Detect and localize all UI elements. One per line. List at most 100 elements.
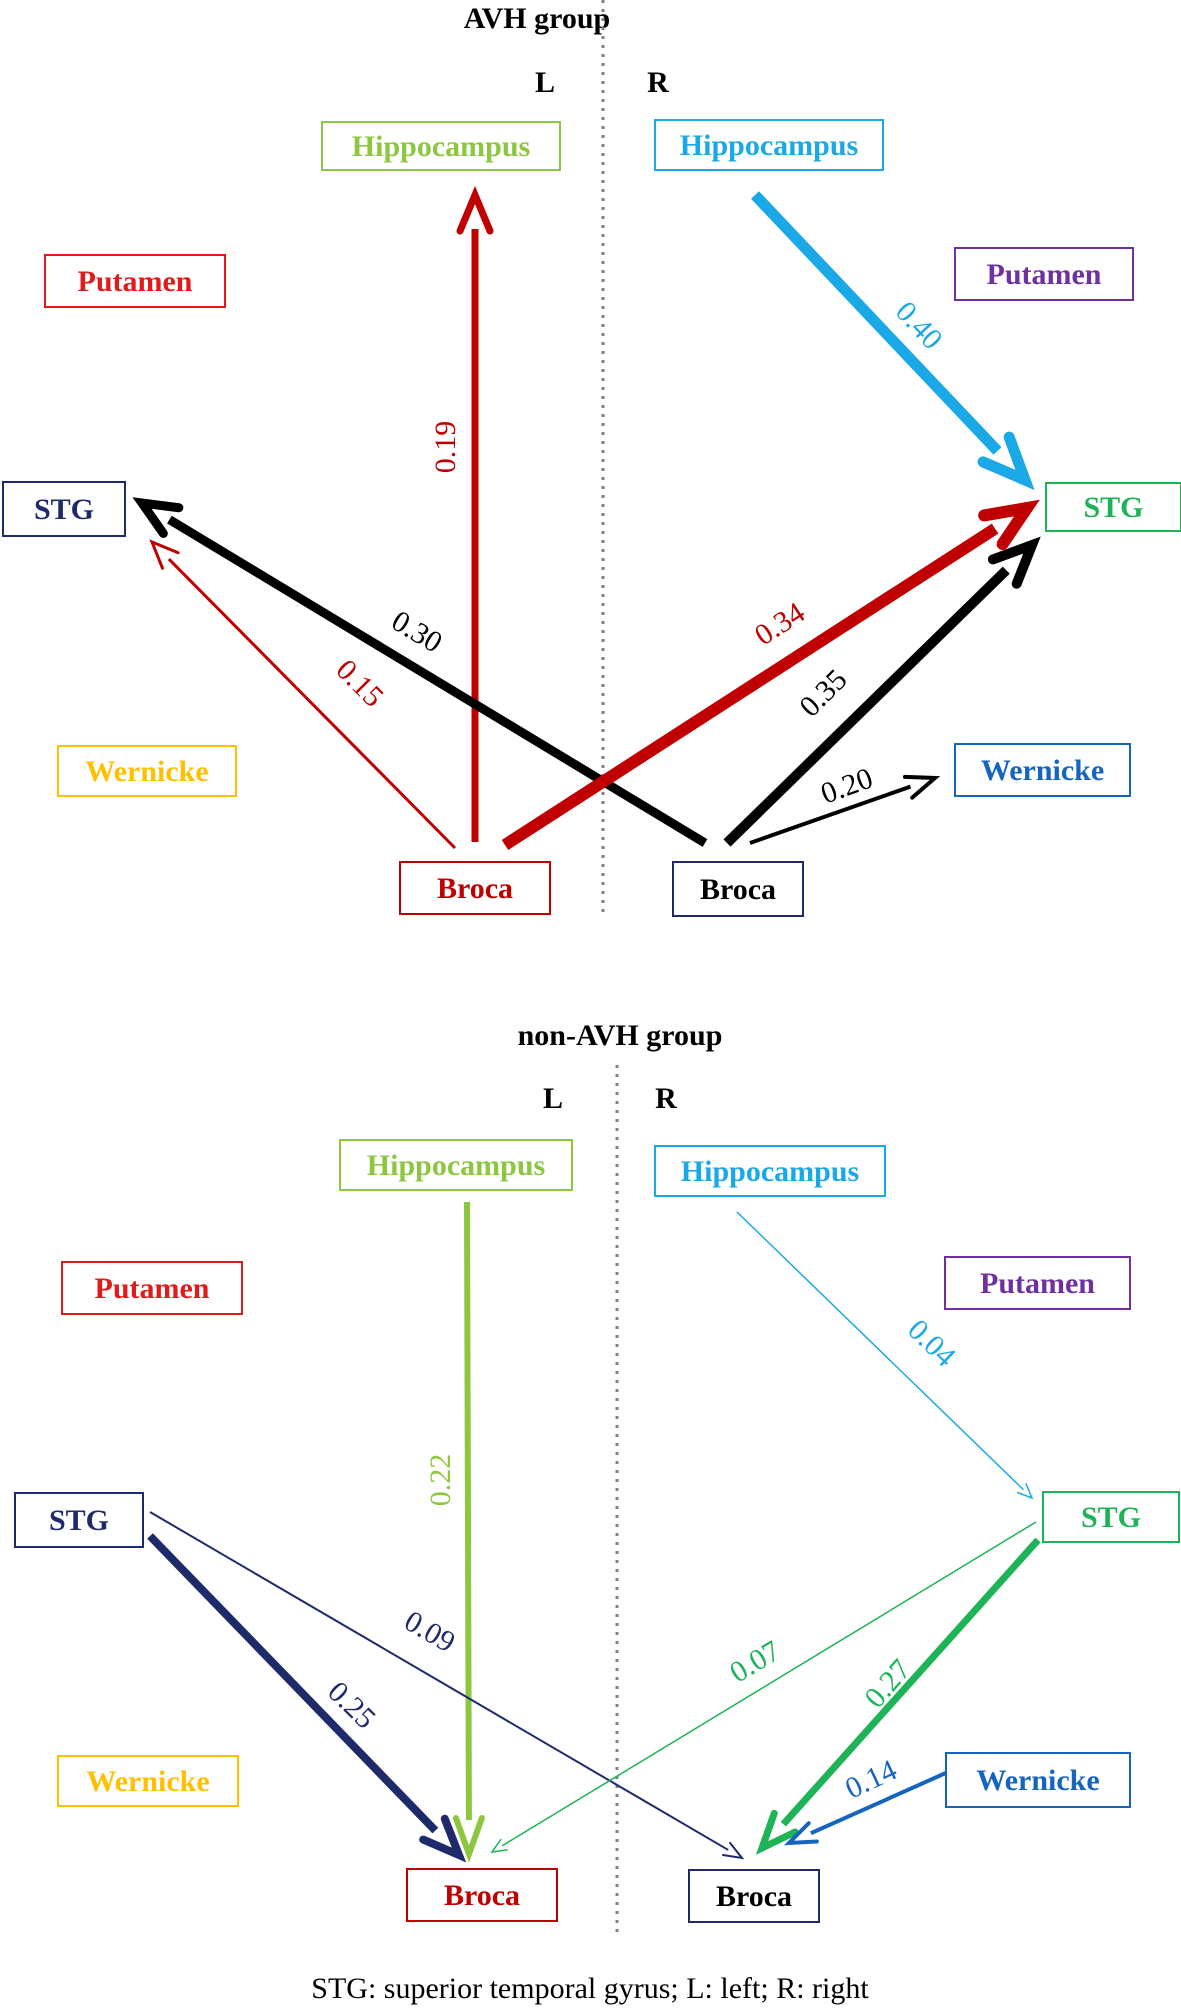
right-hemisphere-label-nonavh: R [655, 1082, 677, 1115]
nonavh-edge-rhip-to-rstg: 0.04 [736, 1211, 1034, 1500]
avh-node-label-lwer: Wernicke [85, 755, 208, 788]
avh-node-label-rwer: Wernicke [981, 754, 1104, 787]
avh-edge-line [751, 191, 1002, 455]
avh-node-box-lput [44, 254, 226, 308]
avh-edge-weight-label: 0.35 [793, 663, 853, 723]
avh-node-box-rwer [954, 743, 1131, 797]
nonavh-edge-weight-label: 0.22 [424, 1454, 457, 1507]
avh-node-box-rstg [1045, 482, 1181, 532]
left-hemisphere-label-nonavh: L [543, 1082, 563, 1115]
avh-node-label-lput: Putamen [78, 265, 193, 298]
nonavh-edge-line [780, 1537, 1041, 1827]
nonavh-node-label-rwer: Wernicke [976, 1764, 1099, 1797]
avh-node-box-lstg [2, 481, 126, 537]
avh-edge-lbro-to-lstg: 0.15 [149, 539, 457, 850]
nonavh-node-label-lwer: Wernicke [86, 1765, 209, 1798]
nonavh-edge-rwer-to-rbro: 0.14 [783, 1753, 949, 1846]
nonavh-node-lstg: STG [14, 1492, 144, 1548]
avh-arrowhead-icon [977, 431, 1035, 491]
avh-node-label-rhip: Hippocampus [680, 129, 858, 162]
avh-arrowhead-icon [132, 497, 184, 538]
nonavh-arrowhead-icon [721, 1841, 745, 1860]
nonavh-node-label-rhip: Hippocampus [681, 1155, 859, 1188]
nonavh-node-rhip: Hippocampus [654, 1145, 886, 1197]
avh-node-lhip: Hippocampus [321, 121, 561, 171]
nonavh-node-box-rhip [654, 1145, 886, 1197]
nonavh-node-rstg: STG [1042, 1491, 1180, 1543]
avh-arrowhead-icon [456, 185, 494, 235]
nonavh-edges: 0.22 0.250.09 0.04 0.07 0.27 0.14 [147, 1201, 1041, 1863]
nonavh-edge-weight-label: 0.07 [724, 1634, 786, 1689]
avh-node-lwer: Wernicke [57, 745, 237, 797]
avh-edge-line [501, 523, 999, 851]
avh-node-label-lbro: Broca [437, 872, 513, 905]
avh-edge-line [167, 557, 457, 850]
avh-node-rwer: Wernicke [954, 743, 1131, 797]
nonavh-node-box-lhip [339, 1139, 573, 1191]
avh-arrowhead-icon [149, 539, 180, 570]
avh-edge-lbro-to-lhip: 0.19 [429, 185, 494, 842]
nonavh-node-label-rstg: STG [1081, 1501, 1141, 1534]
avh-node-rhip: Hippocampus [654, 119, 884, 171]
avh-node-label-rbro: Broca [700, 873, 776, 906]
nonavh-arrowhead-icon [452, 1814, 485, 1863]
avh-node-box-lwer [57, 745, 237, 797]
avh-edge-weight-label: 0.15 [329, 653, 389, 713]
nonavh-edge-line [147, 1533, 439, 1834]
avh-node-label-rstg: STG [1083, 491, 1143, 524]
nonavh-node-lwer: Wernicke [57, 1755, 239, 1807]
nonavh-edge-lhip-to-lbro: 0.22 [424, 1201, 485, 1863]
avh-node-box-lbro [399, 861, 551, 915]
avh-edge-lbro-to-rstg: 0.34 [501, 499, 1040, 851]
nonavh-node-box-lbro [406, 1868, 558, 1922]
nonavh-edge-weight-label: 0.27 [858, 1653, 917, 1714]
nonavh-node-label-lstg: STG [49, 1504, 109, 1537]
figure-caption: STG: superior temporal gyrus; L: left; R… [311, 1972, 869, 2005]
panel-title-avh: AVH group [464, 2, 610, 35]
nonavh-node-box-rput [944, 1256, 1131, 1310]
nonavh-arrowhead-icon [490, 1838, 508, 1853]
avh-node-box-rhip [654, 119, 884, 171]
nonavh-node-lput: Putamen [61, 1261, 243, 1315]
nonavh-edge-line [149, 1511, 729, 1851]
nonavh-node-box-rstg [1042, 1491, 1180, 1543]
nonavh-node-label-rput: Putamen [980, 1267, 1095, 1300]
avh-edge-line [167, 515, 708, 847]
avh-node-lstg: STG [2, 481, 126, 537]
nonavh-node-lbro: Broca [406, 1868, 558, 1922]
nonavh-node-box-lwer [57, 1755, 239, 1807]
avh-node-lput: Putamen [44, 254, 226, 308]
nonavh-node-box-rbro [688, 1869, 820, 1923]
nonavh-edge-line [810, 1770, 949, 1836]
avh-edge-line [749, 784, 912, 845]
avh-arrowhead-icon [987, 536, 1041, 589]
avh-node-rbro: Broca [672, 861, 804, 917]
nonavh-node-box-rwer [945, 1752, 1131, 1808]
nonavh-node-box-lstg [14, 1492, 144, 1548]
avh-node-rput: Putamen [954, 247, 1134, 301]
nonavh-edge-line [501, 1521, 1037, 1847]
panel-title-nonavh: non-AVH group [518, 1019, 723, 1052]
nonavh-node-rwer: Wernicke [945, 1752, 1131, 1808]
nonavh-node-rbro: Broca [688, 1869, 820, 1923]
avh-arrowhead-icon [902, 774, 941, 800]
right-hemisphere-label-avh: R [647, 66, 669, 99]
nonavh-arrowhead-icon [1017, 1483, 1034, 1500]
avh-edge-weight-label: 0.19 [429, 421, 462, 474]
avh-node-label-lhip: Hippocampus [352, 130, 530, 163]
nonavh-edge-weight-label: 0.09 [399, 1604, 461, 1659]
avh-node-rstg: STG [1045, 482, 1181, 532]
nonavh-node-lhip: Hippocampus [339, 1139, 573, 1191]
nonavh-node-label-lput: Putamen [95, 1272, 210, 1305]
avh-node-lbro: Broca [399, 861, 551, 915]
nonavh-edge-line [736, 1211, 1024, 1491]
avh-node-box-rbro [672, 861, 804, 917]
nonavh-arrowhead-icon [755, 1809, 799, 1855]
avh-arrowhead-icon [978, 499, 1040, 550]
avh-edge-line [723, 566, 1010, 847]
nonavh-edge-lstg-to-lbro: 0.25 [147, 1533, 467, 1863]
